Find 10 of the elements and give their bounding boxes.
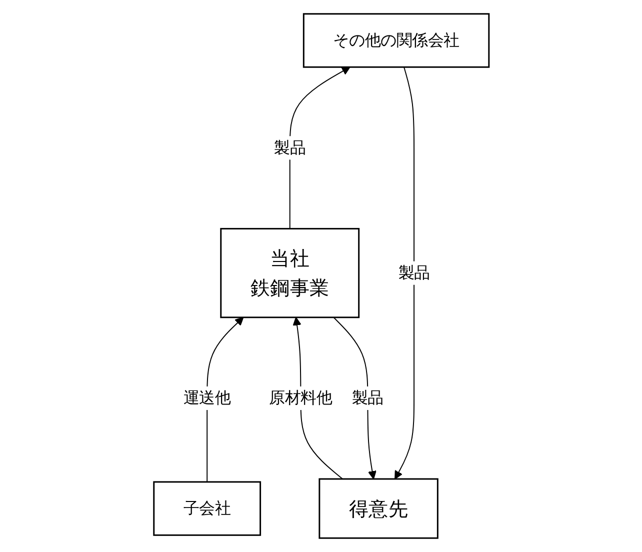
node-box: 得意先 bbox=[318, 478, 438, 539]
arrow bbox=[394, 66, 414, 480]
edge-label: 運送他 bbox=[183, 388, 230, 408]
edge-label: 製品 bbox=[398, 263, 430, 282]
edge-label: 原材料他 bbox=[268, 388, 332, 408]
node-box: 子会社 bbox=[152, 481, 261, 536]
node-box: その他の関係会社 bbox=[302, 13, 490, 68]
edge-label: 製品 bbox=[274, 138, 306, 157]
edge-label: 製品 bbox=[352, 388, 384, 408]
node-box: 当社 鉄鋼事業 bbox=[220, 228, 360, 318]
